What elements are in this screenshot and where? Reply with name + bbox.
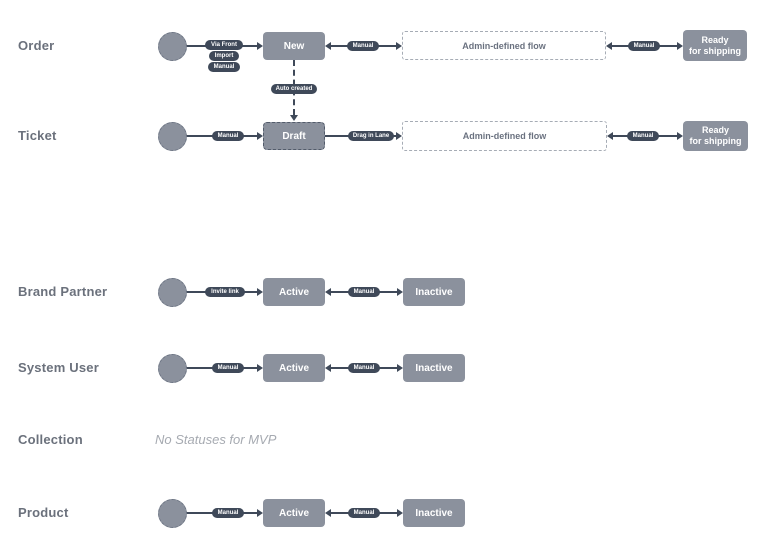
order-flow-arrowhead-right [396, 42, 402, 50]
ticket-ready-arrowhead-left [607, 132, 613, 140]
ticket-node-draft[interactable]: Draft [263, 122, 325, 150]
brand-partner-node-active[interactable]: Active [263, 278, 325, 306]
product-start-arrowhead [257, 509, 263, 517]
order-pill-manual[interactable]: Manual [208, 62, 240, 72]
collection-note: No Statuses for MVP [155, 432, 277, 447]
row-label-order: Order [18, 38, 55, 53]
brand-partner-toggle-arrowhead-right [397, 288, 403, 296]
order-start-node[interactable] [158, 32, 187, 61]
product-toggle-arrowhead-right [397, 509, 403, 517]
row-label-ticket: Ticket [18, 128, 57, 143]
order-pill-to-flow-manual[interactable]: Manual [347, 41, 379, 51]
product-node-active[interactable]: Active [263, 499, 325, 527]
order-ticket-arrowhead-down [290, 115, 298, 121]
system-user-pill-toggle-manual[interactable]: Manual [348, 363, 380, 373]
order-pill-via-front[interactable]: Via Front [205, 40, 243, 50]
order-ready-arrowhead-left [606, 42, 612, 50]
product-toggle-arrowhead-left [325, 509, 331, 517]
brand-partner-toggle-arrowhead-left [325, 288, 331, 296]
row-label-brand-partner: Brand Partner [18, 284, 108, 299]
order-ready-arrowhead-right [677, 42, 683, 50]
system-user-start-arrowhead [257, 364, 263, 372]
ticket-pill-manual[interactable]: Manual [212, 131, 244, 141]
brand-partner-start-node[interactable] [158, 278, 187, 307]
ticket-ready-arrowhead-right [677, 132, 683, 140]
order-pill-to-ready-manual[interactable]: Manual [628, 41, 660, 51]
product-pill-manual[interactable]: Manual [212, 508, 244, 518]
row-label-collection: Collection [18, 432, 83, 447]
product-pill-toggle-manual[interactable]: Manual [348, 508, 380, 518]
system-user-node-active[interactable]: Active [263, 354, 325, 382]
brand-partner-pill-manual[interactable]: Manual [348, 287, 380, 297]
order-admin-defined-flow-box[interactable]: Admin-defined flow [402, 31, 606, 60]
row-label-product: Product [18, 505, 69, 520]
product-start-node[interactable] [158, 499, 187, 528]
system-user-toggle-arrowhead-right [397, 364, 403, 372]
ticket-flow-arrowhead [396, 132, 402, 140]
order-node-ready-for-shipping[interactable]: Ready for shipping [683, 30, 747, 61]
ticket-start-node[interactable] [158, 122, 187, 151]
order-flow-arrowhead-left [325, 42, 331, 50]
order-pill-import[interactable]: Import [209, 51, 239, 61]
brand-partner-node-inactive[interactable]: Inactive [403, 278, 465, 306]
order-start-arrowhead [257, 42, 263, 50]
row-label-system-user: System User [18, 360, 99, 375]
brand-partner-start-arrowhead [257, 288, 263, 296]
system-user-pill-manual[interactable]: Manual [212, 363, 244, 373]
ticket-start-arrowhead [257, 132, 263, 140]
ticket-admin-defined-flow-box[interactable]: Admin-defined flow [402, 121, 607, 151]
product-node-inactive[interactable]: Inactive [403, 499, 465, 527]
ticket-pill-drag-in-lane[interactable]: Drag in Lane [348, 131, 394, 141]
pill-auto-created[interactable]: Auto created [271, 84, 317, 94]
brand-partner-pill-invite-link[interactable]: Invite link [205, 287, 245, 297]
ticket-node-ready-for-shipping[interactable]: Ready for shipping [683, 121, 748, 151]
system-user-toggle-arrowhead-left [325, 364, 331, 372]
system-user-start-node[interactable] [158, 354, 187, 383]
order-node-new[interactable]: New [263, 32, 325, 60]
ticket-pill-to-ready-manual[interactable]: Manual [627, 131, 659, 141]
system-user-node-inactive[interactable]: Inactive [403, 354, 465, 382]
